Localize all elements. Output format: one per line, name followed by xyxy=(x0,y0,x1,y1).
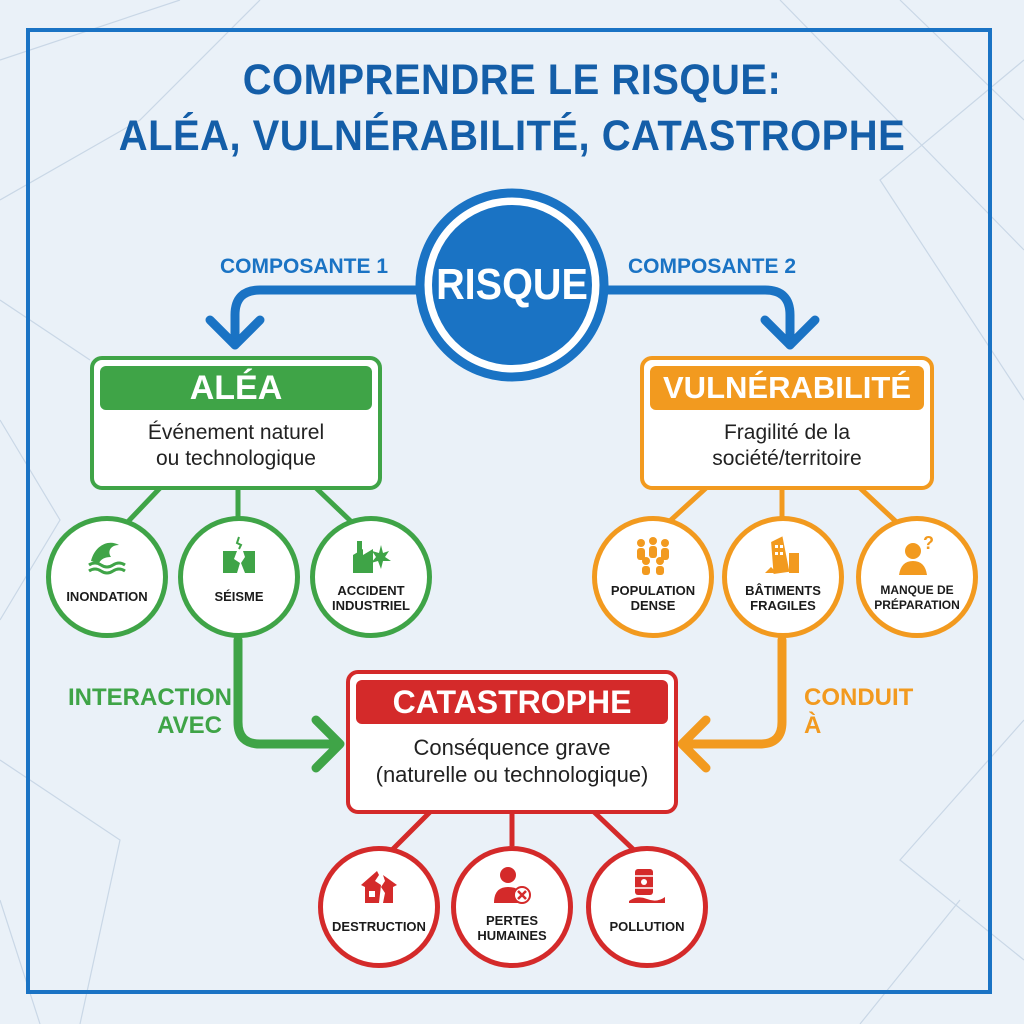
destroyed-house-icon xyxy=(361,871,397,903)
label-interaction: INTERACTION AVEC xyxy=(68,684,232,740)
risque-label: RISQUE xyxy=(436,260,588,309)
catastrophe-box: CATASTROPHE Conséquence grave (naturelle… xyxy=(346,670,678,814)
vulnerabilite-item-population: POPULATION DENSE xyxy=(592,516,714,638)
preparation-line-2: PRÉPARATION xyxy=(874,598,960,612)
vulnerabilite-desc-line-2: société/territoire xyxy=(712,447,862,470)
vulnerabilite-description: Fragilité de la société/territoire xyxy=(644,420,930,472)
catastrophe-item-destruction-label: DESTRUCTION xyxy=(323,919,435,934)
accident-line-2: INDUSTRIEL xyxy=(332,598,410,613)
alea-desc-line-1: Événement naturel xyxy=(147,421,325,444)
seisme-line-1: SÉISME xyxy=(214,589,264,604)
alea-title: ALÉA xyxy=(100,366,372,410)
vulnerabilite-item-batiments-label: BÂTIMENTS FRAGILES xyxy=(727,583,839,613)
pollution-line-1: POLLUTION xyxy=(609,919,685,934)
vulnerabilite-item-population-label: POPULATION DENSE xyxy=(597,583,709,613)
confused-person-icon: ? xyxy=(899,535,934,575)
alea-description: Événement naturel ou technologique xyxy=(94,420,378,472)
vulnerabilite-item-preparation-label: MANQUE DE PRÉPARATION xyxy=(861,583,973,613)
catastrophe-item-pollution-label: POLLUTION xyxy=(591,919,703,934)
wave-icon xyxy=(88,542,126,575)
earthquake-icon xyxy=(223,536,255,573)
factory-explosion-icon xyxy=(353,541,391,573)
alea-item-accident-label: ACCIDENT INDUSTRIEL xyxy=(315,583,427,613)
destruction-line-1: DESTRUCTION xyxy=(332,919,426,934)
risque-circle-inner xyxy=(432,205,592,365)
alea-item-inondation: INONDATION xyxy=(46,516,168,638)
preparation-line-1: MANQUE DE xyxy=(880,583,954,597)
batiments-line-2: FRAGILES xyxy=(750,598,816,613)
population-line-2: DENSE xyxy=(630,598,676,613)
alea-item-accident-industriel: ACCIDENT INDUSTRIEL xyxy=(310,516,432,638)
vulnerabilite-box: VULNÉRABILITÉ Fragilité de la société/te… xyxy=(640,356,934,490)
alea-desc-line-2: ou technologique xyxy=(156,447,316,470)
arrow-composante-2 xyxy=(599,285,820,350)
outer-frame xyxy=(26,28,992,994)
svg-text:?: ? xyxy=(923,535,934,553)
population-line-1: POPULATION xyxy=(610,583,696,598)
alea-item-seisme-label: SÉISME xyxy=(183,589,295,604)
label-interaction-line-1: INTERACTION xyxy=(68,684,232,711)
label-interaction-line-2: AVEC xyxy=(157,712,222,739)
inondation-line-1: INONDATION xyxy=(66,589,148,604)
catastrophe-item-pollution: POLLUTION xyxy=(586,846,708,968)
catastrophe-desc-line-2: (naturelle ou technologique) xyxy=(375,762,649,787)
label-composante-1: COMPOSANTE 1 xyxy=(220,255,389,278)
person-cross-icon xyxy=(494,867,531,904)
batiments-line-1: BÂTIMENTS xyxy=(745,583,821,598)
arrow-composante-1 xyxy=(205,285,425,350)
pertes-line-1: PERTES xyxy=(485,913,538,928)
alea-item-seisme: SÉISME xyxy=(178,516,300,638)
damaged-building-icon xyxy=(765,536,799,574)
accident-line-1: ACCIDENT xyxy=(337,583,405,598)
arrow-conduit-a xyxy=(677,635,787,773)
vulnerabilite-desc-line-1: Fragilité de la xyxy=(723,421,851,444)
label-composante-2: COMPOSANTE 2 xyxy=(628,255,797,278)
title-line-2: ALÉA, VULNÉRABILITÉ, CATASTROPHE xyxy=(118,112,906,160)
toxic-barrel-icon xyxy=(629,869,665,903)
label-conduit-line-2: À xyxy=(804,712,822,739)
page-title: COMPRENDRE LE RISQUE: ALÉA, VULNÉRABILIT… xyxy=(0,52,1024,164)
label-conduit: CONDUIT À xyxy=(804,684,913,740)
catastrophe-title: CATASTROPHE xyxy=(356,680,668,724)
arrow-interaction-avec xyxy=(233,635,345,773)
pertes-line-2: HUMAINES xyxy=(477,928,547,943)
catastrophe-desc-line-1: Conséquence grave xyxy=(413,735,611,760)
vulnerabilite-item-batiments: BÂTIMENTS FRAGILES xyxy=(722,516,844,638)
catastrophe-description: Conséquence grave (naturelle ou technolo… xyxy=(350,734,674,788)
catastrophe-item-pertes-humaines: PERTES HUMAINES xyxy=(451,846,573,968)
catastrophe-connectors xyxy=(388,810,638,854)
title-line-1: COMPRENDRE LE RISQUE: xyxy=(242,56,782,104)
catastrophe-item-pertes-label: PERTES HUMAINES xyxy=(456,913,568,943)
label-conduit-line-1: CONDUIT xyxy=(804,684,914,711)
crowd-icon xyxy=(637,537,669,575)
alea-item-inondation-label: INONDATION xyxy=(51,589,163,604)
alea-box: ALÉA Événement naturel ou technologique xyxy=(90,356,382,490)
vulnerabilite-item-preparation: ? MANQUE DE PRÉPARATION xyxy=(856,516,978,638)
vulnerabilite-title: VULNÉRABILITÉ xyxy=(650,366,924,410)
catastrophe-item-destruction: DESTRUCTION xyxy=(318,846,440,968)
